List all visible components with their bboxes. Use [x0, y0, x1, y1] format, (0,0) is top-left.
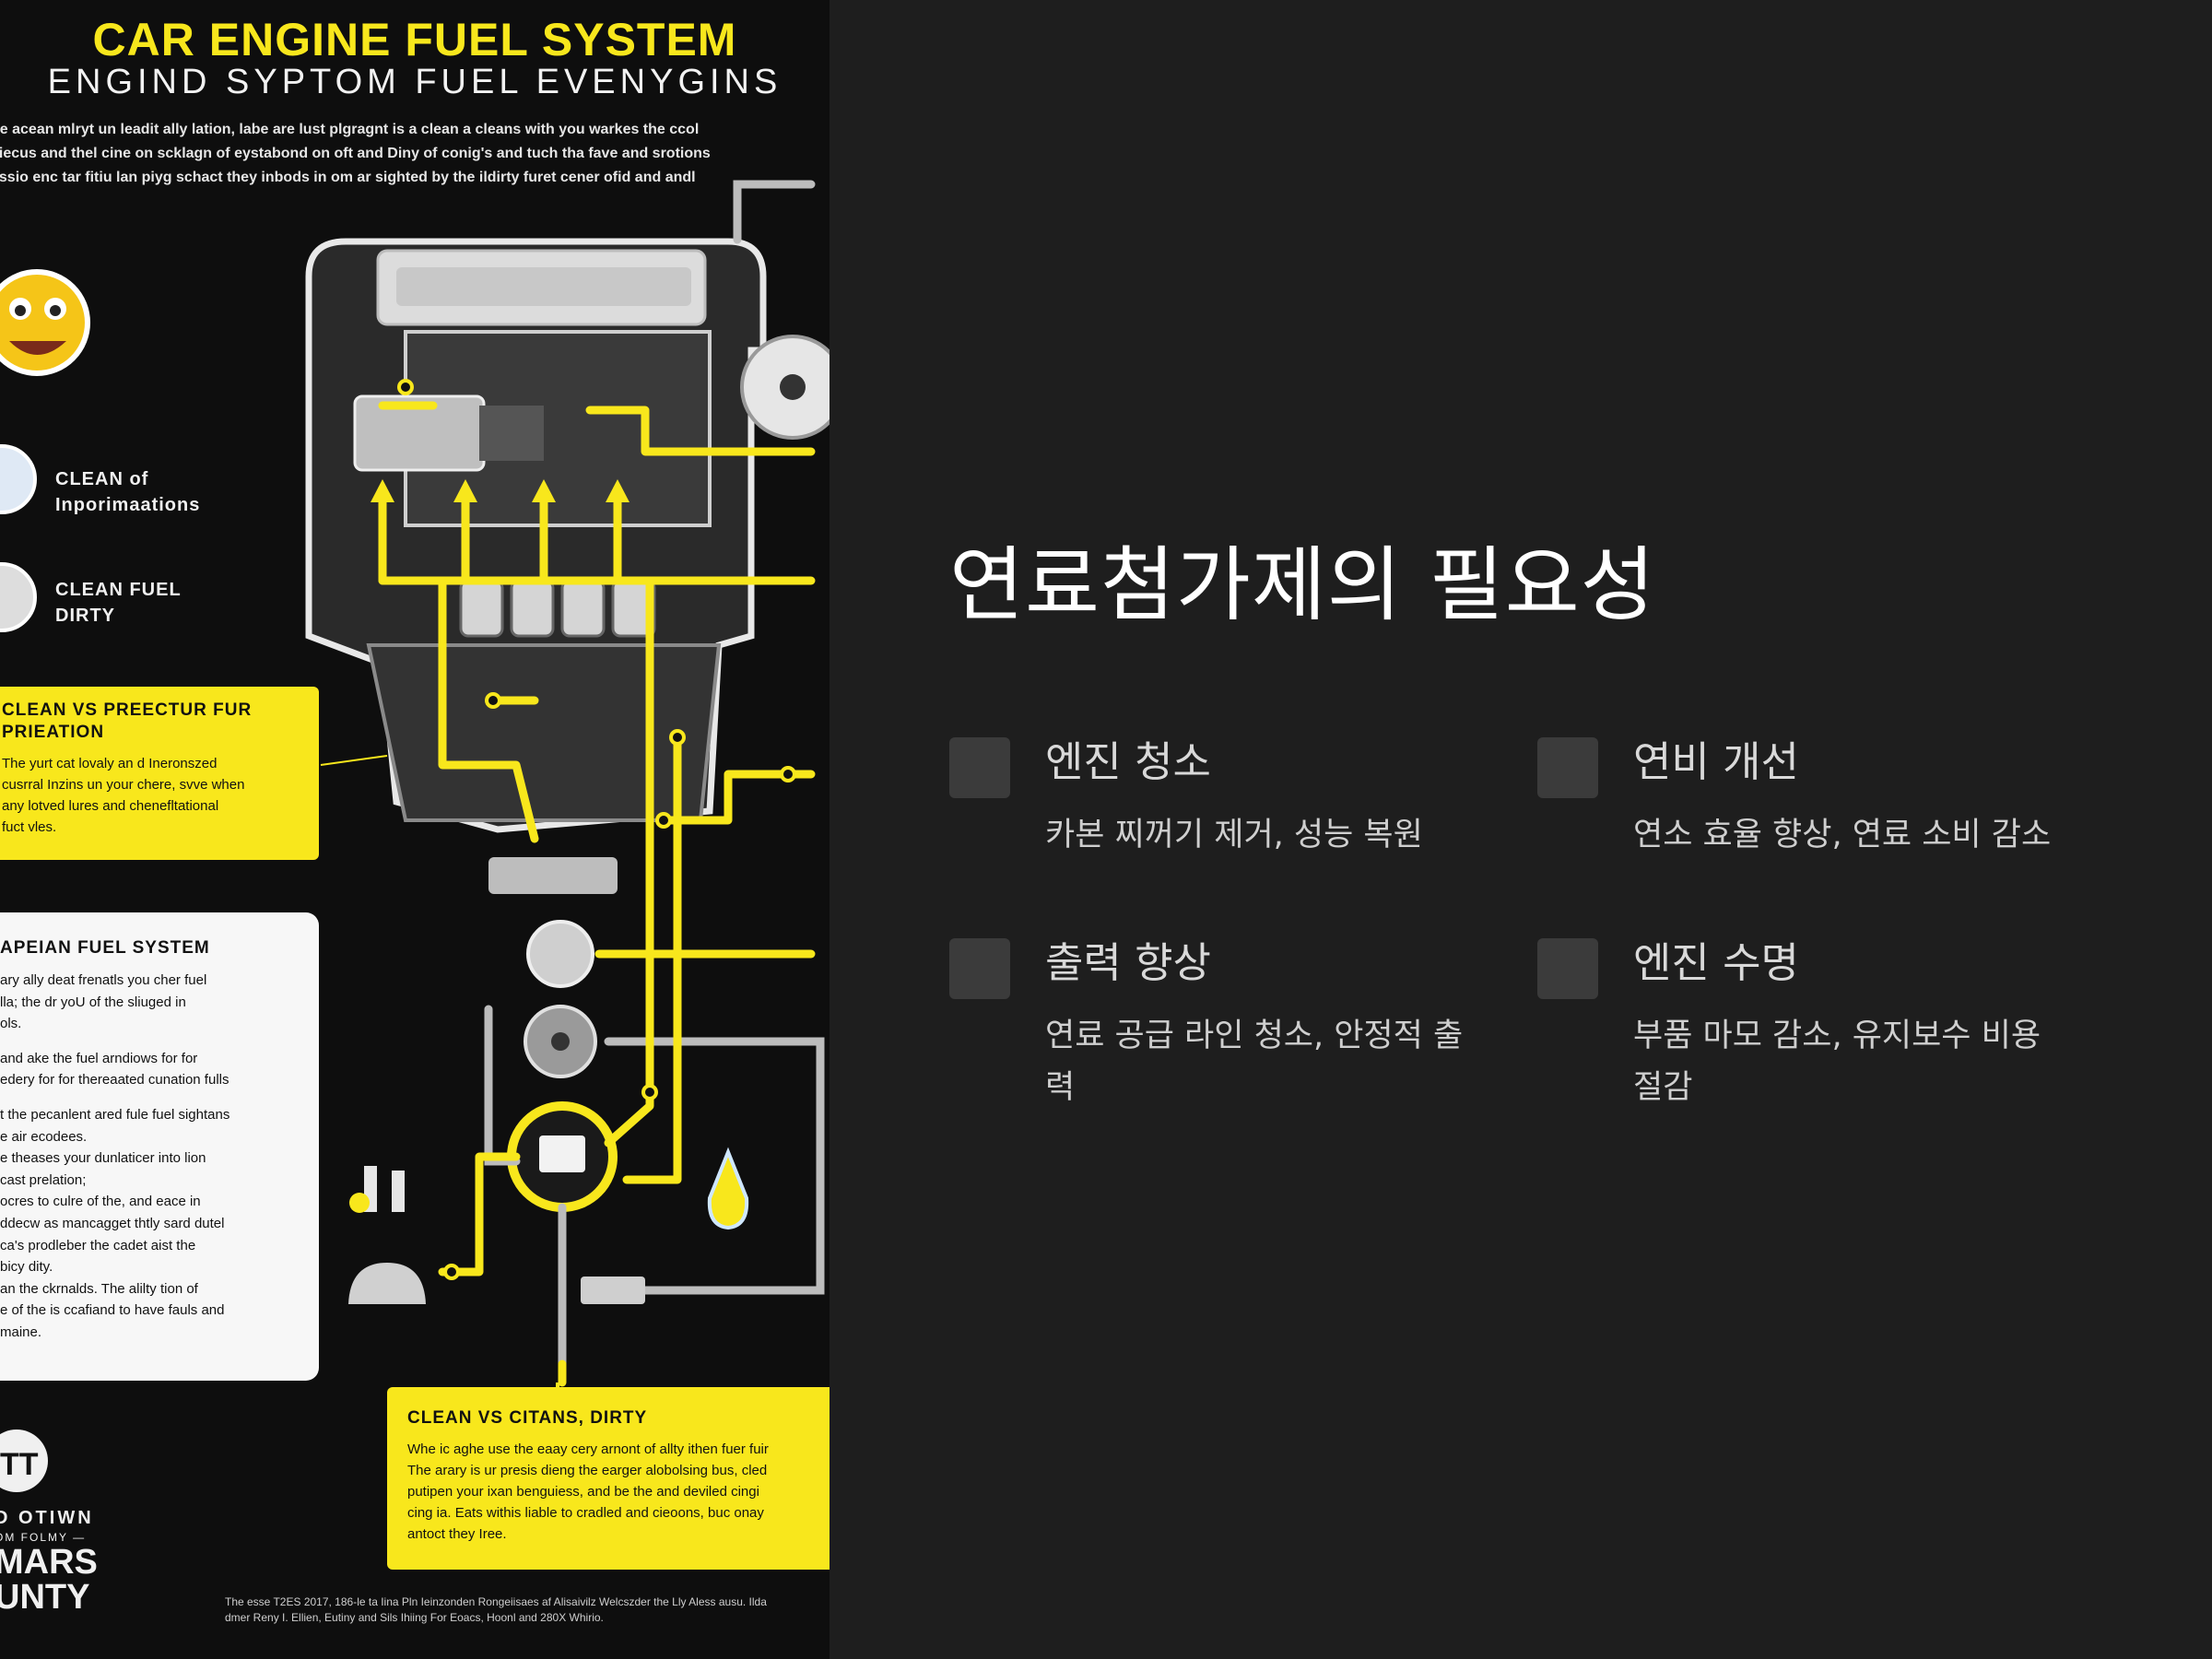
droplet-flask — [707, 1147, 749, 1230]
feature-icon-square — [949, 737, 1010, 798]
panel-line: lla; the dr yoU of the sliuged in — [0, 994, 186, 1010]
label-clean-info-line: CLEAN of — [55, 469, 149, 489]
footnote-line: dmer Reny I. Ellien, Eutiny and Sils Ihi… — [225, 1611, 604, 1624]
panel-line: maine. — [0, 1324, 42, 1340]
callout-body-line: putipen your ixan benguiess, and be the … — [407, 1484, 759, 1500]
poster-intro-line: ciecus and thel cine on scklagn of eysta… — [0, 146, 711, 161]
callout-body-line: cusrral Inzins un your chere, svve when — [2, 777, 245, 793]
feature-title: 엔진 청소 — [1045, 737, 1211, 786]
callout-heading-line: PRIEATION — [2, 723, 105, 742]
label-clean-info: CLEAN of Inporimaations — [55, 466, 200, 518]
feature-icon-square — [949, 938, 1010, 999]
fuel-nozzle-icon — [0, 562, 37, 632]
feature-description: 연료 공급 라인 청소, 안정적 출력 — [1045, 1018, 1464, 1106]
callout-body-line: any lotved lures and chenefltational — [2, 798, 219, 814]
label-clean-info-line: Inporimaations — [55, 495, 201, 515]
panel-line: ary ally deat frenatls you cher fuel — [0, 972, 207, 988]
callout-body-line: antoct they Iree. — [407, 1526, 507, 1542]
svg-text:TT: TT — [0, 1447, 39, 1482]
panel-line: e of the is ccafiand to have fauls and — [0, 1302, 225, 1319]
engine-poster-image: CAR ENGINE FUEL SYSTEM ENGIND SYPTOM FUE… — [0, 0, 830, 1659]
brand-line: D OTIWN — [0, 1508, 94, 1528]
callout-body-line: Whe ic aghe use the eaay cery arnont of … — [407, 1441, 769, 1457]
panel-line: and ake the fuel arndiows for for — [0, 1050, 198, 1066]
fuel-system-text-panel: APEIAN FUEL SYSTEM ary ally deat frenatl… — [0, 912, 319, 1381]
feature-description: 카본 찌꺼기 제거, 성능 복원 — [1045, 817, 1423, 853]
callout-box-preparation: CLEAN VS PREECTUR FUR PRIEATION The yurt… — [0, 687, 319, 860]
laptop-icon — [0, 444, 37, 514]
panel-line: e theases your dunlaticer into lion — [0, 1150, 206, 1167]
poster-intro-line: he acean mlryt un leadit ally lation, la… — [0, 122, 700, 137]
poster-footnote: The esse T2ES 2017, 186-le ta Iina Pln I… — [225, 1594, 830, 1626]
engine-diagram-illustration: TT — [0, 180, 830, 1492]
feature-title: 연비 개선 — [1633, 737, 1799, 786]
label-clean-fuel-line: DIRTY — [55, 606, 115, 626]
footnote-line: The esse T2ES 2017, 186-le ta Iina Pln I… — [225, 1595, 767, 1608]
callout-body-line: cing ia. Eats withis liable to cradled a… — [407, 1505, 764, 1521]
feature-icon-square — [1537, 938, 1598, 999]
callout-body: The yurt cat lovaly an d Ineronszed cusr… — [2, 753, 310, 838]
feature-description: 연소 효율 향상, 연료 소비 감소 — [1633, 817, 2052, 853]
brand-line: UNTY — [0, 1578, 90, 1617]
panel-line: ddecw as mancagget thtly sard dutel — [0, 1215, 225, 1231]
callout-body-line: The yurt cat lovaly an d Ineronszed — [2, 756, 218, 771]
emoji-face-icon — [0, 269, 90, 376]
bell-dome — [348, 1263, 426, 1304]
poster-brand: D OTIWN OM FOLMY — MARS UNTY — [0, 1508, 98, 1617]
brand-line: OM FOLMY — — [0, 1531, 87, 1544]
callout-body-line: The arary is ur presis dieng the earger … — [407, 1463, 768, 1478]
poster-intro-line: assio enc tar fitiu lan piyg schact they… — [0, 170, 696, 185]
feature-title: 엔진 수명 — [1633, 938, 1799, 987]
callout-heading-line: CLEAN VS PREECTUR FUR — [2, 700, 253, 720]
callout-heading: CLEAN VS CITANS, DIRTY — [407, 1408, 648, 1428]
poster-intro: he acean mlryt un leadit ally lation, la… — [0, 118, 830, 190]
panel-line: ols. — [0, 1016, 22, 1032]
callout-body: Whe ic aghe use the eaay cery arnont of … — [407, 1439, 830, 1545]
brand-line: MARS — [0, 1543, 98, 1582]
panel-line: cast prelation; — [0, 1171, 87, 1188]
feature-description: 부품 마모 감소, 유지보수 비용 절감 — [1633, 1018, 2041, 1106]
poster-title: CAR ENGINE FUEL SYSTEM — [92, 14, 737, 65]
panel-line: bicy dity. — [0, 1259, 53, 1276]
slide-heading: 연료첨가제의 필요성 — [949, 537, 1656, 632]
panel-line: ca's prodleber the cadet aist the — [0, 1237, 196, 1253]
fuel-filter — [526, 920, 594, 988]
brand-logo-icon — [0, 1430, 48, 1492]
panel-line: t the pecanlent ared fule fuel sightans — [0, 1106, 230, 1123]
label-clean-fuel: CLEAN FUEL DIRTY — [55, 577, 182, 629]
callout-body-line: fuct vles. — [2, 819, 57, 835]
callout-heading: CLEAN VS PREECTUR FUR PRIEATION — [2, 700, 310, 744]
cylinder-bank — [459, 579, 656, 638]
panel-line: e air ecodees. — [0, 1128, 88, 1145]
callout-box-dirty: CLEAN VS CITANS, DIRTY Whe ic aghe use t… — [387, 1387, 830, 1570]
feature-title: 출력 향상 — [1045, 938, 1211, 987]
feature-icon-square — [1537, 737, 1598, 798]
panel-line: edery for for thereaated cunation fulls — [0, 1072, 229, 1088]
panel-line: ocres to culre of the, and eace in — [0, 1194, 201, 1210]
poster-subtitle: ENGIND SYPTOM FUEL EVENYGINS — [47, 63, 782, 101]
label-clean-fuel-line: CLEAN FUEL — [55, 580, 182, 600]
panel-line: an the ckrnalds. The alilty tion of — [0, 1280, 198, 1297]
panel-heading: APEIAN FUEL SYSTEM — [0, 938, 210, 958]
